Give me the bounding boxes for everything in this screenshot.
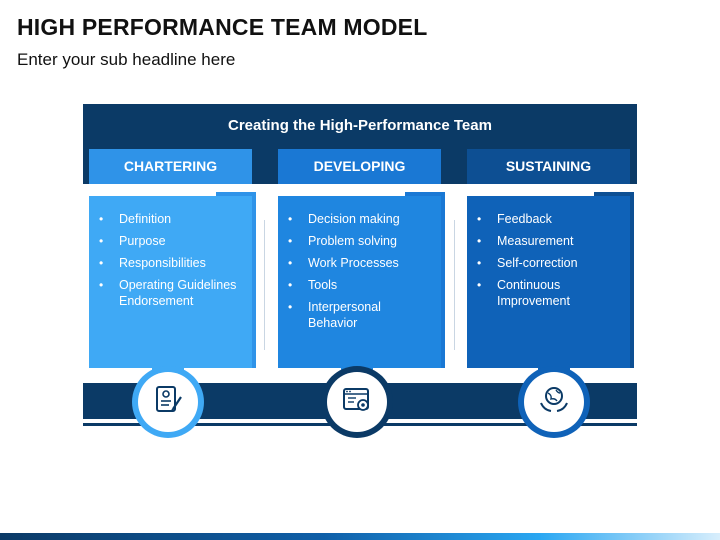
divider [264, 220, 265, 350]
icon-circle [138, 372, 198, 432]
divider [454, 220, 455, 350]
list-item: Operating Guidelines Endorsement [97, 277, 242, 309]
card-accent-developing [405, 192, 445, 368]
card-chartering: Definition Purpose Responsibilities Oper… [89, 196, 252, 368]
icon-badge-developing [319, 362, 395, 438]
globe-hands-icon [537, 383, 571, 422]
icon-badge-chartering [130, 362, 206, 438]
list-item: Measurement [475, 233, 620, 249]
list-item: Self-correction [475, 255, 620, 271]
browser-tools-icon [340, 383, 374, 422]
list-item: Responsibilities [97, 255, 242, 271]
list-item: Feedback [475, 211, 620, 227]
list-item: Problem solving [286, 233, 431, 249]
list-item: Interpersonal Behavior [286, 299, 431, 331]
footer-bar [0, 533, 720, 540]
card-developing: Decision making Problem solving Work Pro… [278, 196, 441, 368]
list-item: Purpose [97, 233, 242, 249]
page-subtitle: Enter your sub headline here [17, 50, 236, 69]
icon-circle [524, 372, 584, 432]
column-heading-developing: DEVELOPING [278, 149, 441, 184]
card-accent-sustaining [594, 192, 634, 368]
column-heading-sustaining: SUSTAINING [467, 149, 630, 184]
list-item: Work Processes [286, 255, 431, 271]
document-checklist-icon [151, 383, 185, 422]
icon-badge-sustaining [516, 362, 592, 438]
list-item: Definition [97, 211, 242, 227]
card-sustaining: Feedback Measurement Self-correction Con… [467, 196, 630, 368]
card-accent-chartering [216, 192, 256, 368]
header-title: Creating the High-Performance Team [228, 117, 492, 134]
page-title: HIGH PERFORMANCE TEAM MODEL [17, 14, 428, 40]
list-item: Continuous Improvement [475, 277, 620, 309]
list-item: Tools [286, 277, 431, 293]
icon-circle [327, 372, 387, 432]
list-item: Decision making [286, 211, 431, 227]
column-heading-chartering: CHARTERING [89, 149, 252, 184]
